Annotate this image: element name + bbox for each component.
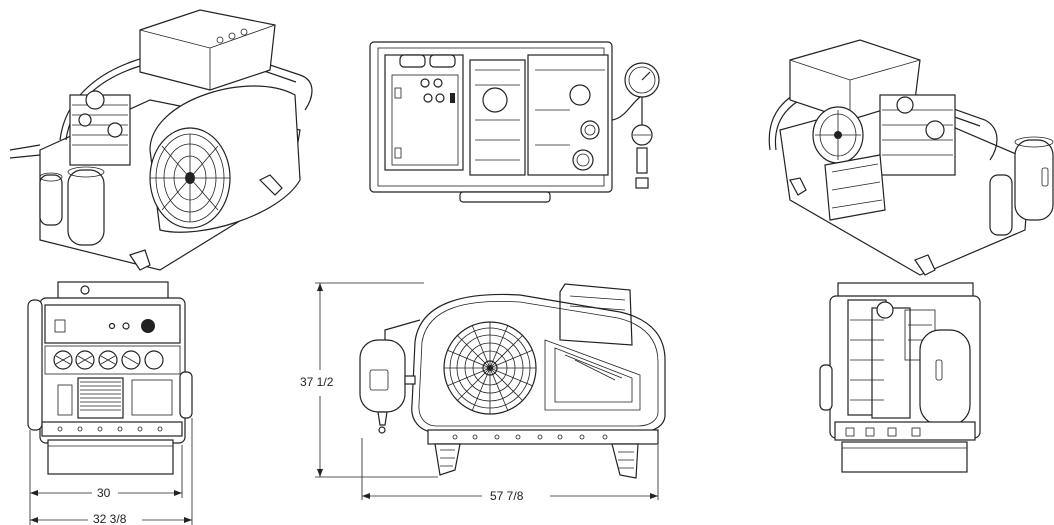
height-dimension-label: 37 1/2	[300, 375, 334, 389]
dimension-height: 37 1/2	[300, 282, 438, 478]
isometric-view-front-left	[9, 9, 313, 271]
width-outer-dimension-label: 32 3/8	[93, 512, 127, 525]
dimension-width-outer: 32 3/8	[29, 418, 193, 525]
rear-elevation	[819, 282, 981, 473]
length-dimension-label: 57 7/8	[490, 489, 524, 503]
side-elevation	[359, 283, 666, 479]
front-elevation	[27, 281, 193, 475]
top-view	[369, 41, 660, 203]
dimension-width-inner: 30	[29, 430, 183, 500]
dimension-length: 57 7/8	[361, 438, 659, 503]
width-inner-dimension-label: 30	[97, 486, 111, 500]
isometric-view-rear-right	[768, 39, 1054, 276]
